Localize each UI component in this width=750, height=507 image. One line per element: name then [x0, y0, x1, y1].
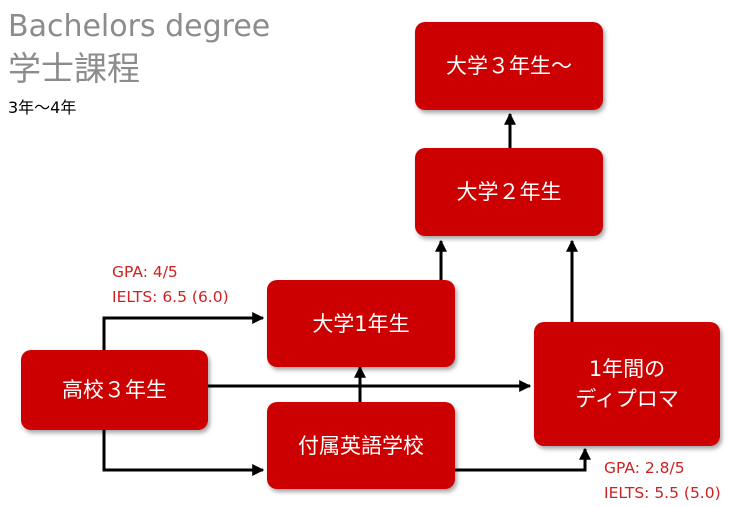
requirement-ielts: IELTS: 5.5 (5.0): [604, 484, 721, 502]
title-english: Bachelors degree: [8, 9, 271, 44]
node-highschool-year3: 高校３年生: [21, 350, 208, 430]
requirement-ielts: IELTS: 6.5 (6.0): [112, 288, 229, 306]
arrow-highschool-to-language-school: [102, 430, 265, 476]
arrow-highschool-to-univ1: [102, 312, 265, 350]
node-language-school: 付属英語学校: [267, 402, 455, 489]
node-university-year3: 大学３年生〜: [415, 22, 603, 110]
node-university-year1: 大学1年生: [267, 280, 455, 367]
requirement-gpa: GPA: 4/5: [112, 263, 178, 281]
requirements-diploma: GPA: 2.8/5 IELTS: 5.5 (5.0): [604, 456, 721, 506]
requirements-university-year1: GPA: 4/5 IELTS: 6.5 (6.0): [112, 260, 229, 310]
node-one-year-diploma: 1年間の ディプロマ: [534, 322, 720, 446]
title-japanese: 学士課程: [8, 49, 140, 88]
subtitle-years: 3年〜4年: [8, 98, 77, 117]
requirement-gpa: GPA: 2.8/5: [604, 459, 685, 477]
node-university-year2: 大学２年生: [415, 148, 603, 236]
arrow-language-school-to-diploma: [455, 447, 591, 472]
